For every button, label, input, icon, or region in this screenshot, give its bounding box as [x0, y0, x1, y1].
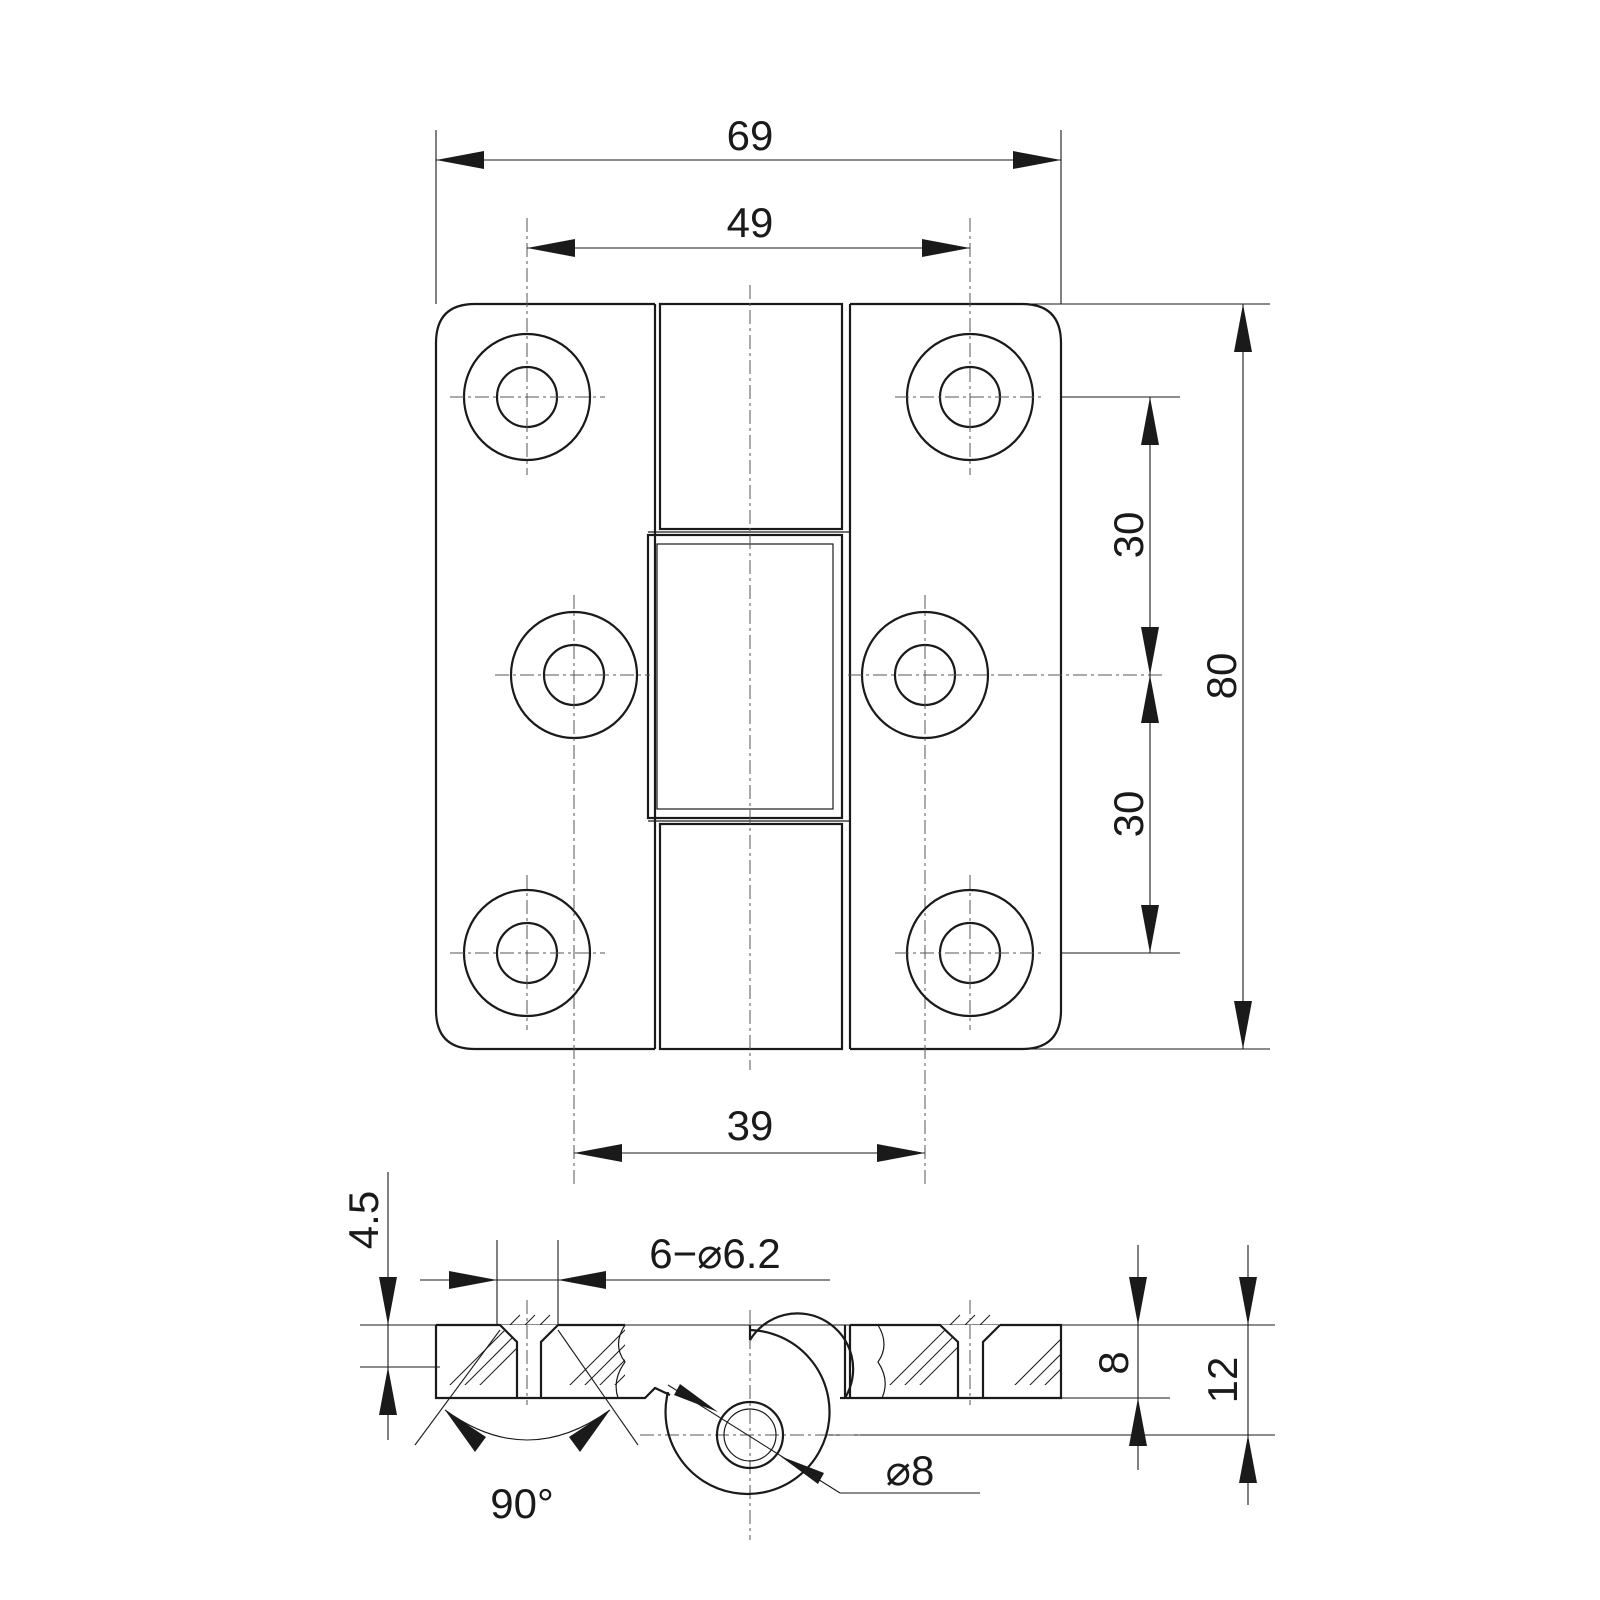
left-leaf-section	[434, 1240, 671, 1405]
screw-hole-top-left	[450, 218, 605, 475]
label-pin-diameter: ⌀8	[886, 1447, 935, 1494]
label-hole-pitch-upper: 30	[1105, 512, 1152, 559]
hinge-barrel	[664, 1312, 860, 1496]
label-counterbore-depth: 4.5	[340, 1191, 387, 1249]
dimension-counterbore-depth	[379, 1172, 397, 1440]
dimension-total-height	[1239, 1245, 1257, 1505]
dimension-hole-callout	[420, 1271, 830, 1289]
label-total-height: 12	[1199, 1357, 1246, 1404]
screw-hole-middle-right	[848, 595, 1165, 1185]
label-countersink-angle: 90°	[490, 1480, 554, 1527]
left-leaf-outline	[434, 302, 655, 1051]
screw-hole-top-right	[895, 218, 1045, 475]
label-overall-height: 80	[1198, 653, 1245, 700]
label-hole-span-outer: 49	[727, 199, 774, 246]
hinge-knuckle	[646, 285, 852, 1070]
right-leaf-outline	[850, 302, 1063, 1051]
right-leaf-section	[848, 1300, 1063, 1405]
label-hole-span-middle: 39	[727, 1102, 774, 1149]
side-view: 4.5 6−⌀6.2 90° 8 12	[340, 1172, 1275, 1540]
screw-hole-bottom-right	[895, 875, 1045, 1030]
label-hole-callout: 6−⌀6.2	[649, 1230, 781, 1277]
label-leaf-thickness: 8	[1090, 1351, 1137, 1374]
label-overall-width: 69	[727, 112, 774, 159]
dimension-leaf-thickness	[1129, 1245, 1147, 1470]
dimension-overall-height	[1022, 303, 1270, 1050]
label-hole-pitch-lower: 30	[1105, 791, 1152, 838]
dimension-pin-diameter	[667, 1384, 980, 1494]
screw-hole-middle-left	[495, 595, 650, 1185]
screw-hole-bottom-left	[450, 875, 605, 1030]
dimension-hole-span-middle	[574, 1144, 925, 1162]
dimension-hole-pitch	[1061, 396, 1180, 954]
dimension-overall-width	[435, 130, 1062, 304]
dimension-hole-span-outer	[527, 239, 970, 257]
hinge-pin	[715, 1400, 785, 1470]
top-view: 69 49 39 30 30	[434, 112, 1270, 1185]
dimension-countersink-angle	[414, 1329, 639, 1452]
